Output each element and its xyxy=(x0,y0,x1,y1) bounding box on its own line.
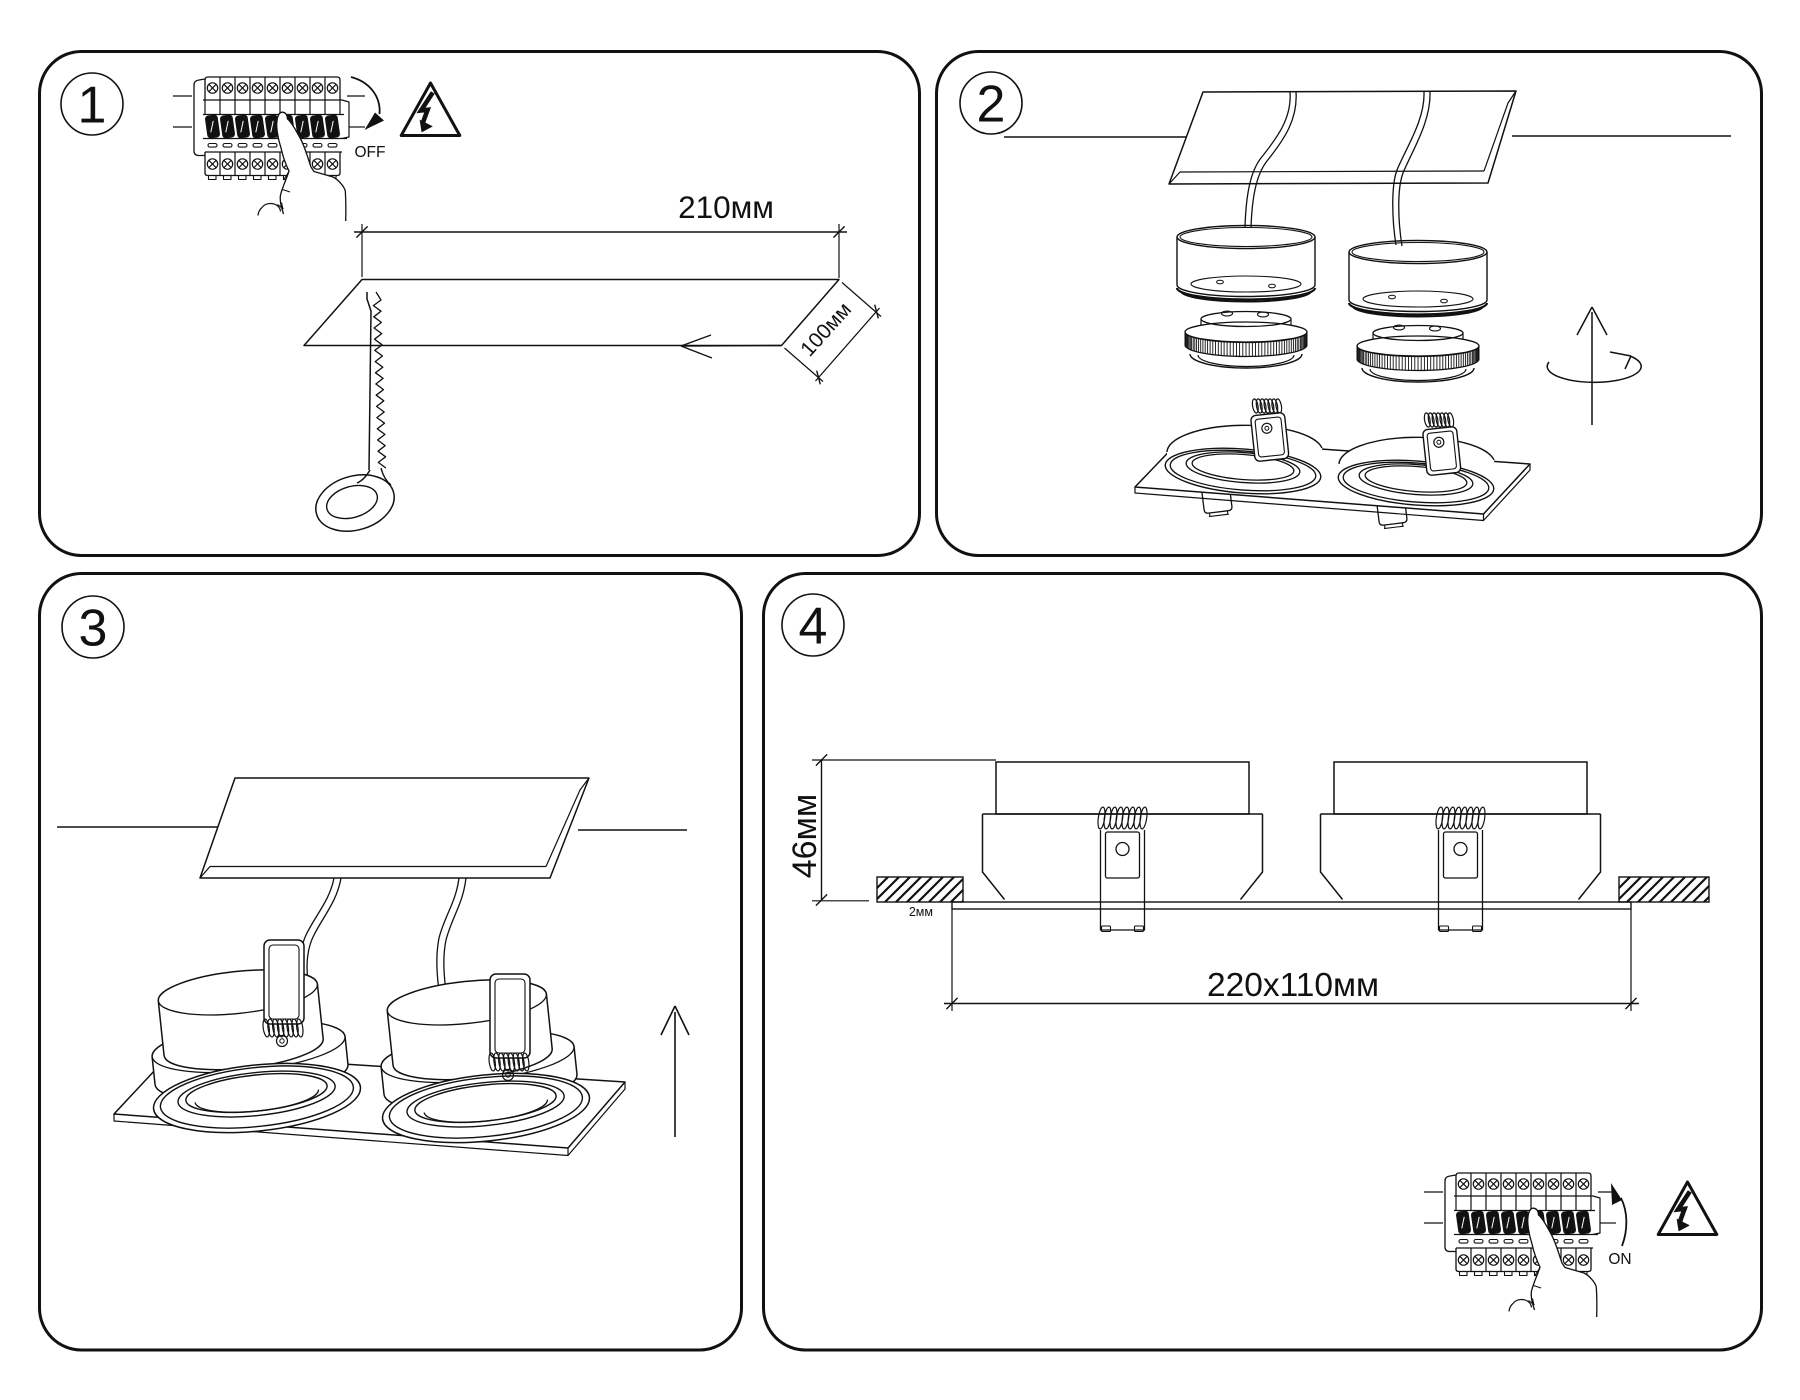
svg-text:1: 1 xyxy=(78,77,107,135)
svg-text:46мм: 46мм xyxy=(786,794,824,879)
svg-text:2мм: 2мм xyxy=(909,905,933,919)
svg-text:220x110мм: 220x110мм xyxy=(1207,967,1379,1004)
svg-text:3: 3 xyxy=(79,600,108,658)
svg-text:2: 2 xyxy=(977,76,1006,134)
svg-text:ON: ON xyxy=(1608,1251,1631,1268)
svg-text:210мм: 210мм xyxy=(678,189,774,225)
svg-text:4: 4 xyxy=(799,598,828,656)
svg-text:OFF: OFF xyxy=(355,144,386,161)
